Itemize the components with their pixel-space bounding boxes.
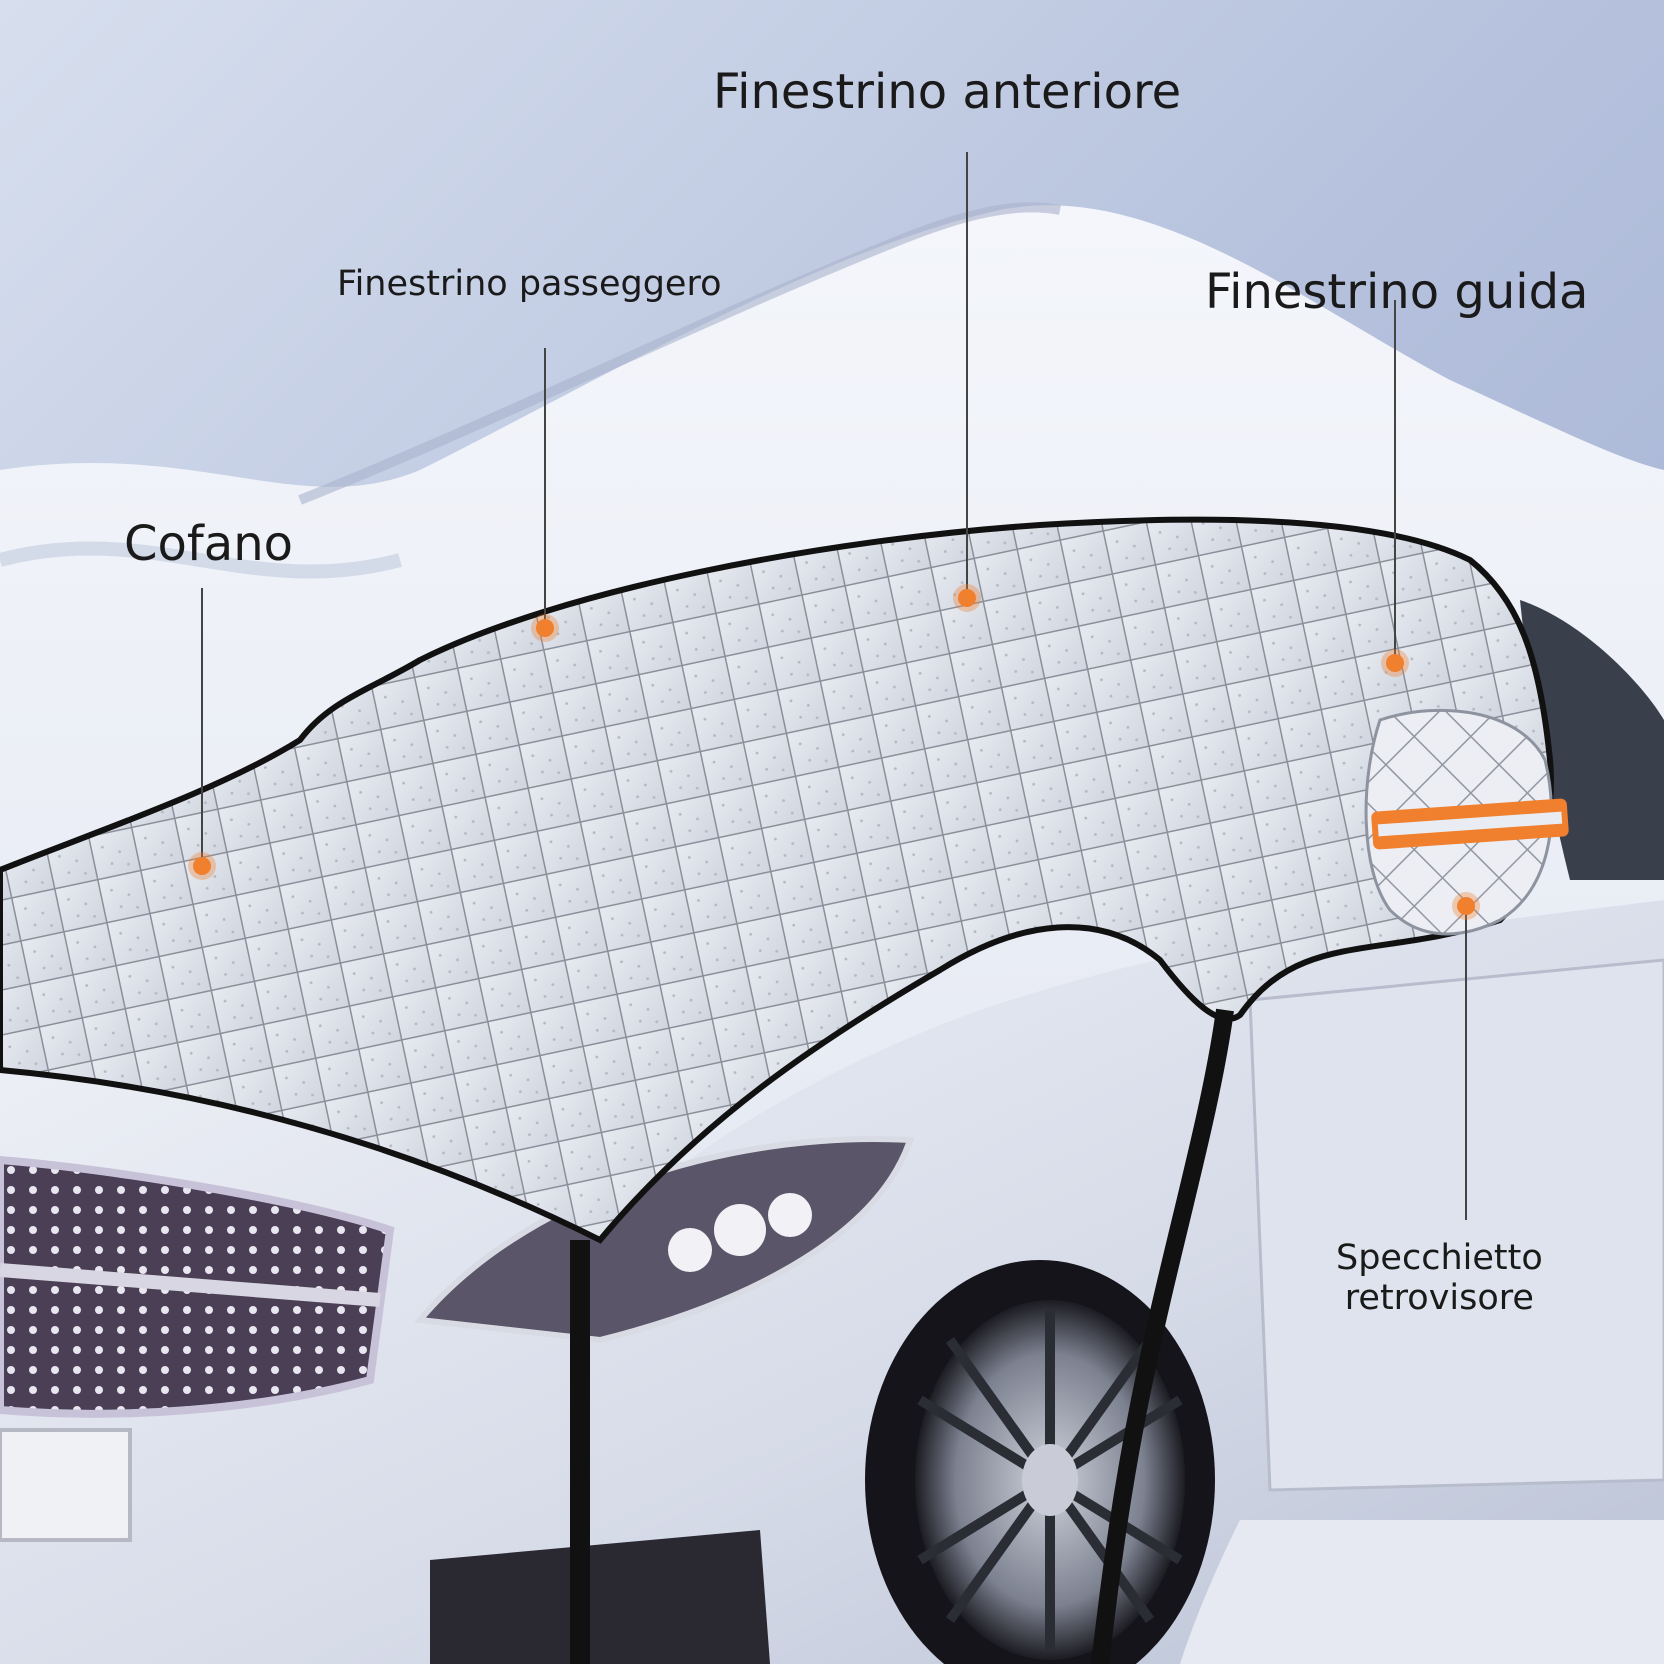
label-mirror: Specchietto retrovisore — [1336, 1238, 1543, 1318]
headlight — [414, 1136, 915, 1344]
leader-lines — [201, 152, 1467, 1220]
label-driver-window: Finestrino guida — [1205, 264, 1589, 320]
label-front-window: Finestrino anteriore — [713, 64, 1182, 120]
strap-side — [1091, 1008, 1234, 1664]
label-passenger-window: Finestrino passeggero — [337, 264, 722, 304]
lower-grille — [430, 1530, 770, 1664]
label-mirror-line2: retrovisore — [1344, 1278, 1534, 1318]
label-hood: Cofano — [124, 516, 293, 572]
car-grille — [0, 1155, 395, 1418]
callout-markers — [188, 584, 1480, 920]
label-mirror-line1: Specchietto — [1336, 1238, 1543, 1278]
license-plate — [0, 1428, 132, 1542]
car-body — [0, 600, 1664, 1664]
